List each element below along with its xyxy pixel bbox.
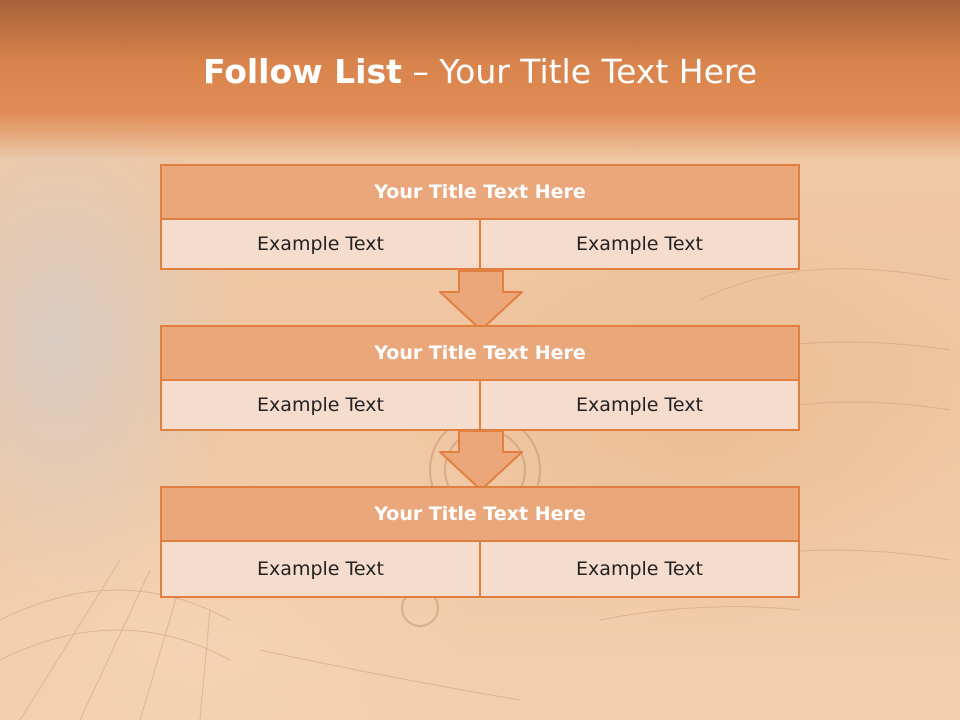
follow-block-2: Your Title Text Here Example Text Exampl…	[160, 325, 800, 431]
block-cell-right: Example Text	[481, 381, 800, 431]
page-title: Follow List – Your Title Text Here	[0, 52, 960, 91]
block-title: Your Title Text Here	[160, 325, 800, 381]
down-arrow-icon	[439, 270, 523, 331]
block-cell-left: Example Text	[160, 220, 481, 270]
block-title: Your Title Text Here	[160, 164, 800, 220]
down-arrow-icon	[439, 430, 523, 491]
follow-block-3: Your Title Text Here Example Text Exampl…	[160, 486, 800, 598]
block-row: Example Text Example Text	[160, 381, 800, 431]
block-cell-left: Example Text	[160, 542, 481, 598]
block-cell-left: Example Text	[160, 381, 481, 431]
block-title: Your Title Text Here	[160, 486, 800, 542]
block-cell-right: Example Text	[481, 542, 800, 598]
page-title-bold: Follow List	[202, 52, 402, 91]
header-band	[0, 0, 960, 160]
page-title-rest: – Your Title Text Here	[401, 52, 758, 91]
follow-block-1: Your Title Text Here Example Text Exampl…	[160, 164, 800, 270]
block-row: Example Text Example Text	[160, 220, 800, 270]
block-cell-right: Example Text	[481, 220, 800, 270]
block-row: Example Text Example Text	[160, 542, 800, 598]
